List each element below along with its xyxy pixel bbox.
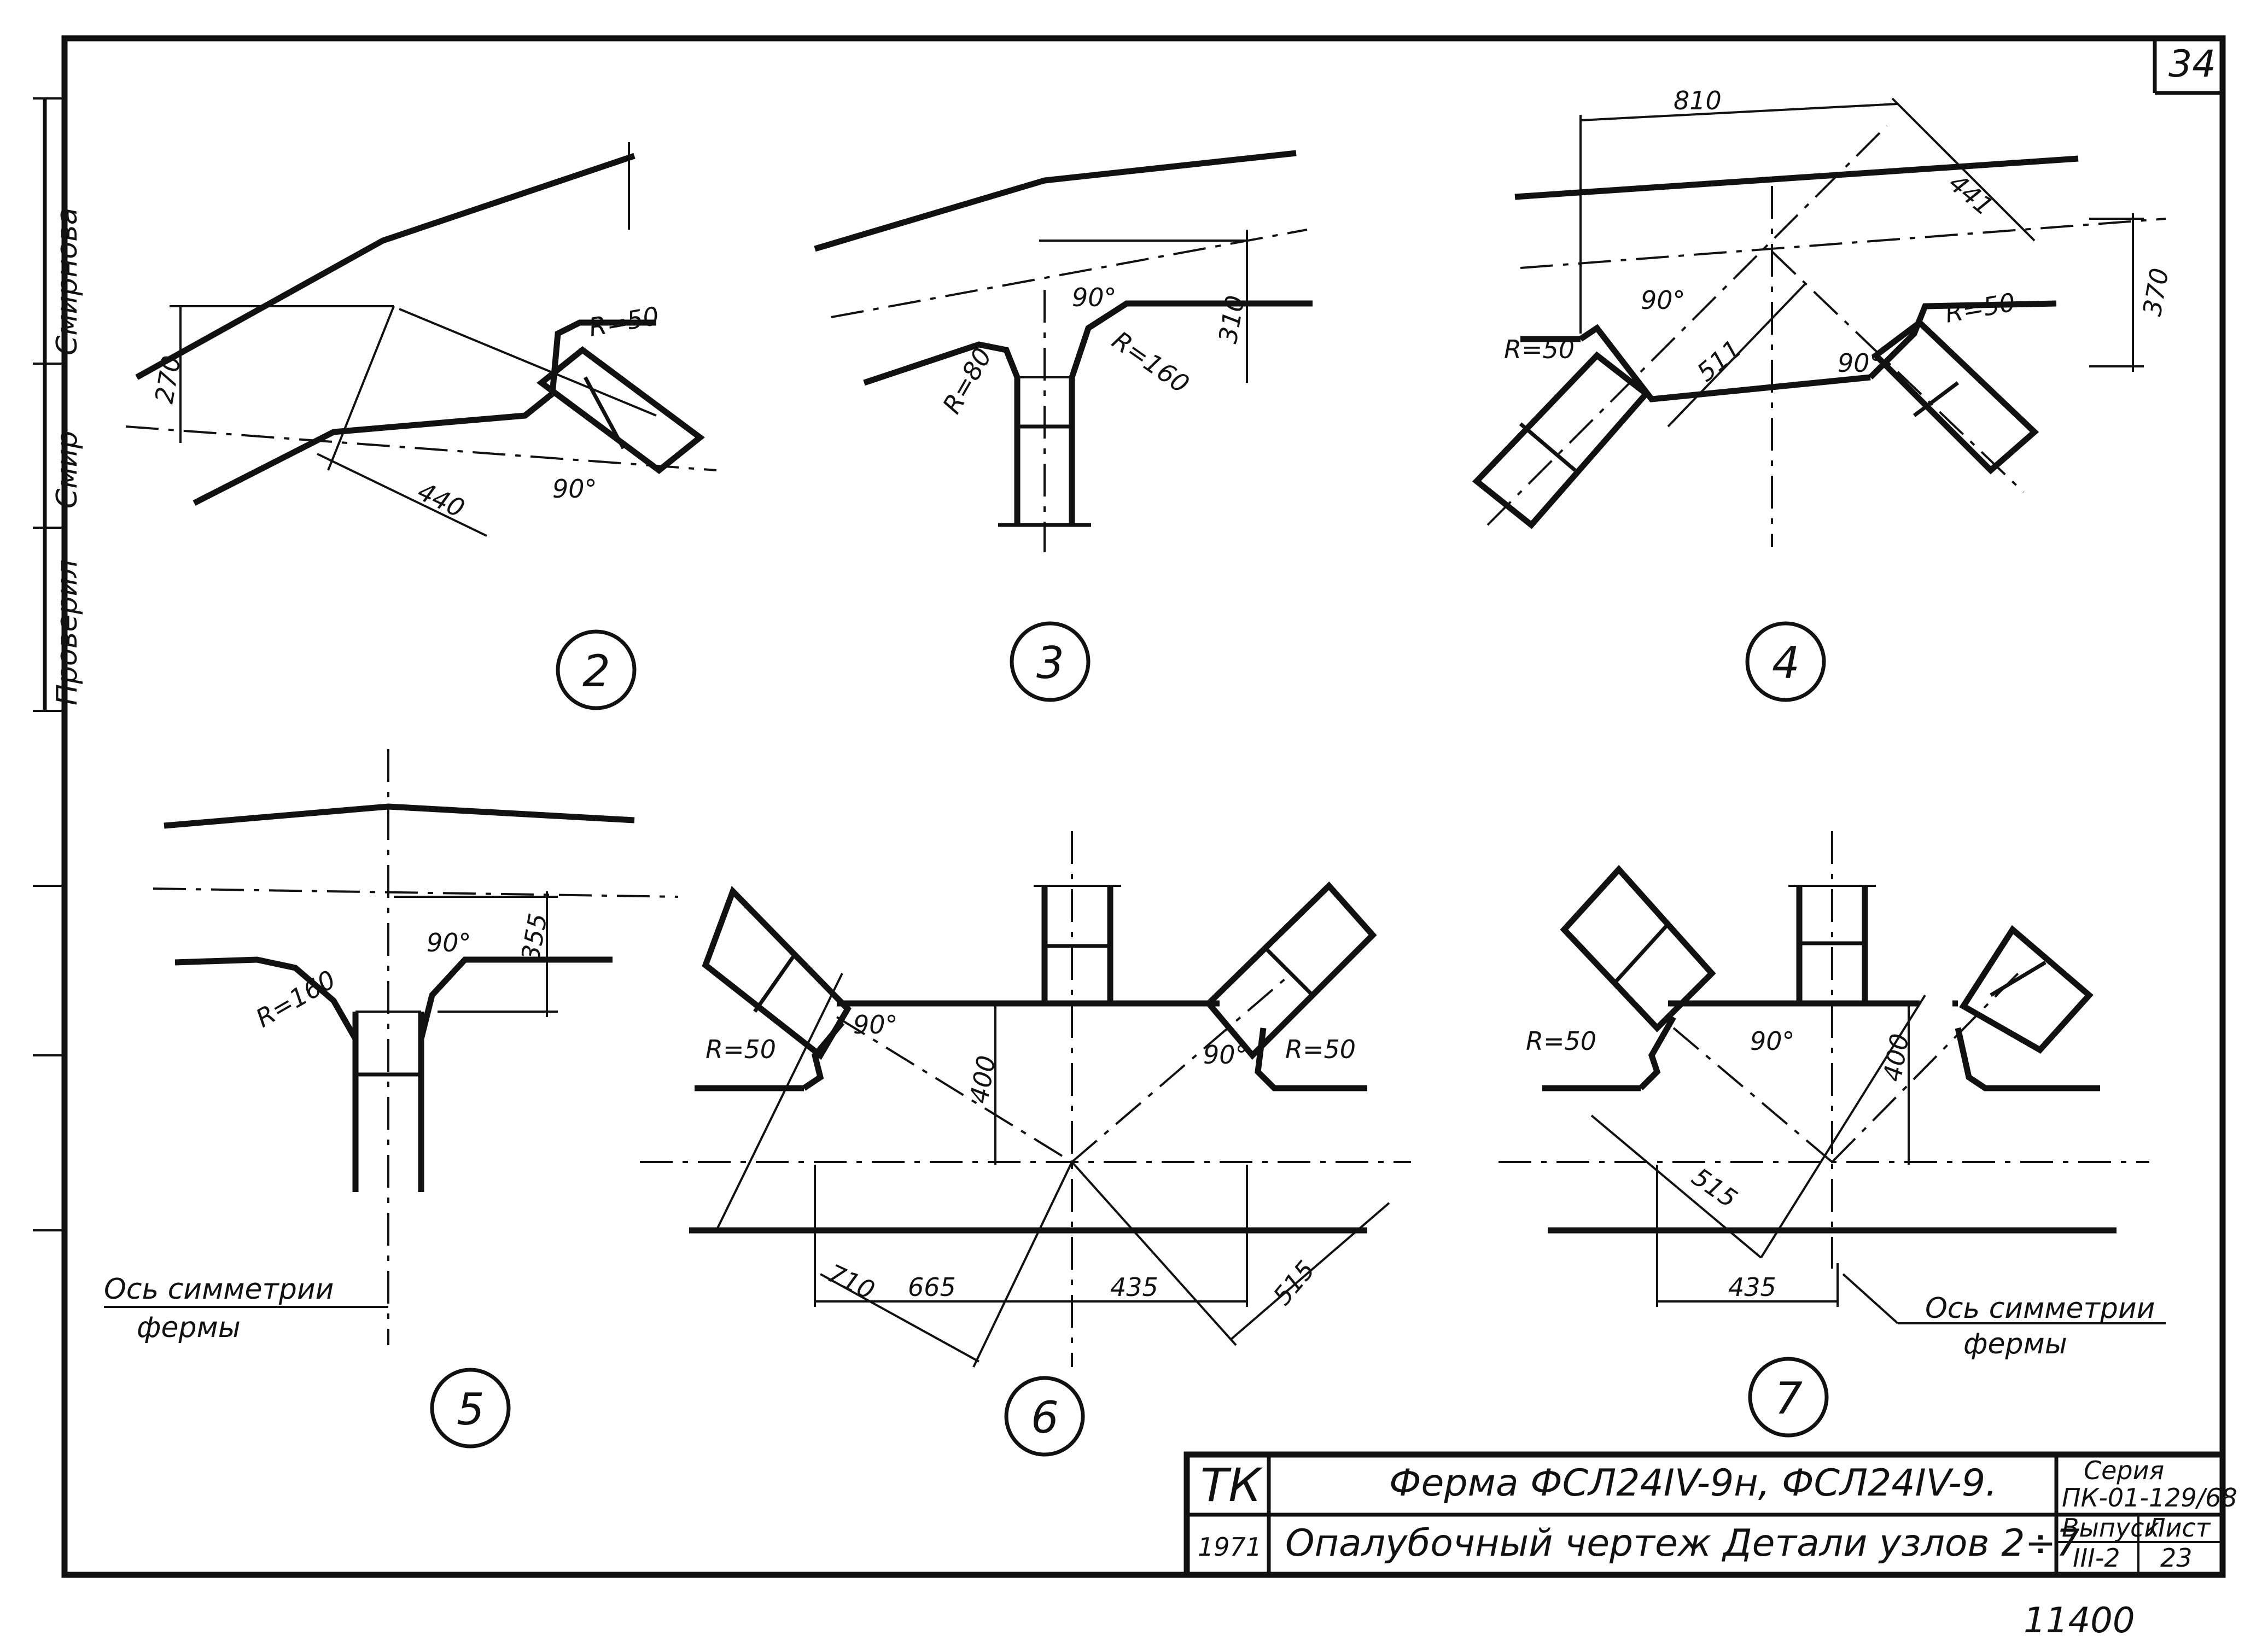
node-4-detail [1472, 97, 2166, 547]
title-block-issue-value: III-2 [2073, 1543, 2120, 1573]
title-block-series-value: ПК-01-129/68 [2062, 1483, 2237, 1512]
node-4-dim-inner: 511 [1691, 334, 1747, 388]
title-block-line1: Ферма ФСЛ24IV-9н, ФСЛ24IV-9. [1389, 1462, 1997, 1505]
node-4-dim-diagonal: 441 [1943, 168, 1999, 221]
node-6-dim-diag-left: 710 [823, 1258, 879, 1305]
node-6-label: 6 [1031, 1392, 1059, 1443]
side-label-checked: Проверил [51, 559, 84, 705]
node-3-label: 3 [1036, 638, 1064, 688]
note-axis-right-line2: фермы [1963, 1328, 2067, 1360]
node-7-dim-angle: 90° [1750, 1026, 1795, 1056]
node-7-marker: 7 [1748, 1357, 1829, 1438]
node-7-dim-bottom: 435 [1728, 1272, 1776, 1302]
node-4-dim-radius-left: R=50 [1504, 335, 1575, 364]
title-block [1183, 1451, 2226, 1578]
node-4-marker: 4 [1745, 621, 1826, 702]
node-2-marker: 2 [556, 629, 637, 710]
node-6-dim-left: 665 [908, 1272, 956, 1302]
side-label-checker-name: Смирнова [51, 207, 84, 355]
node-7-dim-radius: R=50 [1526, 1026, 1596, 1056]
title-block-year: 1971 [1198, 1532, 1262, 1562]
sheet-frame [33, 35, 2226, 1578]
title-block-series-label: Серия [2084, 1456, 2164, 1485]
node-4-dim-width: 810 [1674, 86, 1722, 115]
node-6-dim-angle-left: 90° [853, 1010, 898, 1040]
node-6-dim-radius-right: R=50 [1285, 1035, 1356, 1064]
node-7-dim-diagonal: 515 [1687, 1162, 1743, 1214]
node-3-detail [814, 150, 1313, 552]
node-4-label: 4 [1772, 638, 1800, 688]
node-2-dim-length: 440 [413, 476, 469, 523]
node-7-detail [1499, 831, 2166, 1324]
node-3-marker: 3 [1010, 621, 1091, 702]
note-axis-right-line1: Ось симметрии [1925, 1292, 2155, 1325]
title-block-line2: Опалубочный чертеж Детали узлов 2÷7 [1285, 1522, 2080, 1565]
node-2-detail [125, 142, 717, 537]
node-2-dim-radius: R=50 [587, 301, 661, 342]
title-block-sheet-label: Лист [2145, 1513, 2211, 1543]
node-3-dim-radius-large: R=160 [1107, 325, 1195, 399]
node-4-dim-height: 370 [2137, 266, 2174, 318]
sheet-number: 34 [2168, 43, 2216, 86]
title-block-issue-label: Выпуск [2062, 1513, 2159, 1543]
node-2-label: 2 [582, 646, 610, 697]
node-3-dim-angle: 90° [1072, 283, 1117, 312]
node-4-dim-angle-left: 90° [1641, 285, 1686, 315]
node-4-dim-angle-right: 90° [1838, 348, 1882, 378]
title-block-sheet-value: 23 [2160, 1543, 2193, 1573]
note-axis-left-line1: Ось симметрии [104, 1273, 334, 1306]
node-2-dim-angle: 90° [552, 474, 597, 504]
node-6-dim-radius-left: R=50 [706, 1035, 776, 1064]
node-6-marker: 6 [1004, 1376, 1085, 1457]
node-6-detail [640, 831, 1411, 1368]
node-5-dim-angle: 90° [427, 928, 471, 957]
title-block-org: ТК [1200, 1458, 1263, 1512]
side-label-checker-sign: Смир [51, 431, 84, 509]
node-5-label: 5 [457, 1384, 485, 1435]
bottom-code: 11400 [2024, 1601, 2135, 1641]
node-5-detail [104, 749, 679, 1345]
node-6-dim-right: 435 [1110, 1272, 1158, 1302]
node-5-marker: 5 [430, 1368, 511, 1449]
node-4-dim-radius-right: R=50 [1943, 287, 2018, 329]
node-7-label: 7 [1775, 1373, 1803, 1424]
node-6-dim-angle-right: 90° [1203, 1040, 1248, 1070]
note-axis-left-line2: фермы [137, 1311, 241, 1344]
